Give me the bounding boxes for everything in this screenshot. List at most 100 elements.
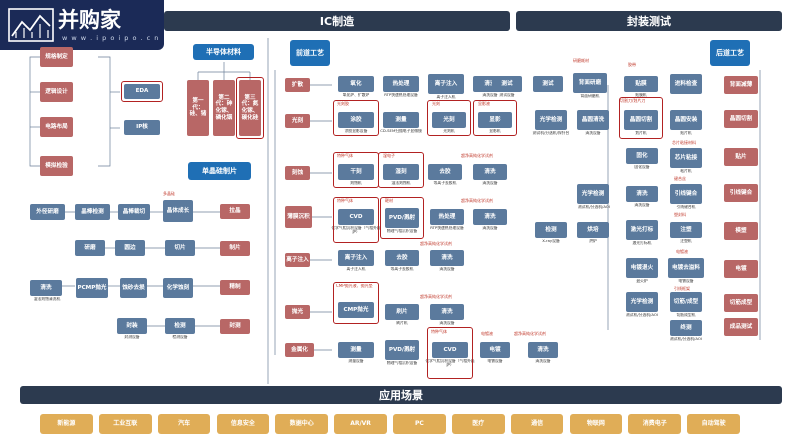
cap-plating: 电镀设备 xyxy=(487,359,503,363)
material-gen1: 第一代：硅、锗 xyxy=(187,80,209,136)
brand-name: 并购家 xyxy=(58,8,121,32)
back-wafer-clean: 晶圆清洗 xyxy=(577,110,609,130)
wafer-etch: 化学蚀刻 xyxy=(163,278,193,298)
front-metal-cvd: CVD xyxy=(432,342,468,358)
back-clean2: 清洗 xyxy=(626,186,658,202)
tag-polysilicon: 多晶硅 xyxy=(163,191,175,196)
design-spec: 规格制定 xyxy=(40,47,73,67)
back-final-test: 终测 xyxy=(670,320,702,336)
tag-die-attach: 芯片粘接材料 xyxy=(672,140,696,145)
cap-clean2: 清洗设备 xyxy=(634,203,650,207)
cap-pvd: 物理气相沉积设备 xyxy=(386,229,418,233)
cap-wire-bond: 引线键合机 xyxy=(676,205,696,209)
back-electroplate: 电镀 xyxy=(724,260,758,278)
tag-litho: 光刻 xyxy=(432,101,440,106)
back-die-attach: 芯片粘接 xyxy=(670,148,702,168)
app-chip: PC xyxy=(393,414,446,434)
wafer-desand: 蚀砂去损 xyxy=(120,278,147,298)
back-anneal: 电镀退火 xyxy=(626,258,658,278)
front-dep-clean: 清洗 xyxy=(473,209,507,225)
back-bond: 引线键合 xyxy=(724,184,758,202)
cap-coat: 涂胶显影设备 xyxy=(344,129,368,133)
front-polish-clean: 清洗 xyxy=(430,304,464,320)
app-chip: 汽车 xyxy=(157,414,211,434)
app-chip: 自动驾驶 xyxy=(687,414,740,434)
tag-gas-3: 特种气体 xyxy=(431,329,447,334)
cap-opt2: 测试机/分选机/AOI xyxy=(578,205,610,209)
front-diffusion: 扩散 xyxy=(285,78,310,92)
brand-url: w w w . i p o i p o . c n xyxy=(62,34,160,42)
front-cvd: CVD xyxy=(338,209,374,225)
cap-anneal: RTP快速热处理设备 xyxy=(384,93,418,97)
cap-opt3: 测试机/分选机/AOI xyxy=(626,313,658,317)
back-molding: 模塑 xyxy=(724,222,758,240)
back-opt1: 光学检测 xyxy=(535,110,567,130)
front-pvd: PVD/溅射 xyxy=(385,208,419,228)
front-ion-clean: 清洗 xyxy=(430,250,464,266)
front-deposition: 薄膜沉积 xyxy=(285,206,312,228)
design-layout: 电路布局 xyxy=(40,117,73,137)
chart-logo-icon xyxy=(8,8,54,42)
brand-logo: 并购家 w w w . i p o i p o . c n xyxy=(0,0,164,50)
highlight-cvd xyxy=(333,197,379,243)
tag-grind: 研磨耗材 xyxy=(573,58,589,63)
cap-strip: 等离子去胶机 xyxy=(433,181,457,185)
back-mold: 注塑 xyxy=(670,222,702,238)
tag-gas-1: 特种气体 xyxy=(337,153,353,158)
back-opt3: 光学检测 xyxy=(626,292,658,312)
cap-scrub: 刷片机 xyxy=(396,321,408,325)
app-chip: AR/VR xyxy=(334,414,387,434)
back-inspect: 进料检查 xyxy=(670,74,702,94)
back-grind: 背面研磨 xyxy=(573,73,607,93)
highlight-develop xyxy=(473,100,517,136)
tag-tape: 胶带 xyxy=(628,62,636,67)
front-metal-measure: 测量 xyxy=(338,342,374,358)
design-logic: 逻辑设计 xyxy=(40,82,73,102)
header-semi-materials: 半导体材料 xyxy=(193,44,254,60)
tag-chem-3: 超净高纯化学试剂 xyxy=(420,241,452,246)
app-chip: 医疗 xyxy=(451,414,505,434)
front-metal-pvd: PVD/溅射 xyxy=(385,340,419,360)
front-metal: 金属化 xyxy=(285,343,314,357)
cap-etch-clean: 清洗设备 xyxy=(482,181,498,185)
cap-diff-clean: 清洗设备 xyxy=(482,93,498,97)
front-dry-etch: 干刻 xyxy=(338,164,374,180)
highlight-eda xyxy=(121,81,163,102)
back-test: 测试 xyxy=(492,76,522,92)
tag-chem-2: 超净高纯化学试剂 xyxy=(461,198,493,203)
wafer-check: 检测 xyxy=(165,318,195,334)
highlight-gen3 xyxy=(236,77,264,139)
tag-chem-4: 超净高纯化学试剂 xyxy=(420,294,452,299)
cap-measure: CD-SEM扫描电子显微镜 xyxy=(380,129,422,133)
front-metal-clean: 清洗 xyxy=(528,342,558,358)
tag-plating-bath: 电镀液 xyxy=(676,249,688,254)
back-bake: 烘培 xyxy=(577,222,609,238)
wafer-package: 封装 xyxy=(117,318,147,334)
back-deflash: 电镀去溢料 xyxy=(668,258,704,278)
highlight-coat xyxy=(333,100,379,136)
tag-leadframe: 引线框架 xyxy=(674,286,690,291)
cap-oxidation: 氧化炉、扩散炉 xyxy=(342,93,370,97)
cap-mount: 贴片机 xyxy=(680,131,692,135)
cap-dicing: 划片机 xyxy=(635,131,647,135)
cap-mold: 注塑机 xyxy=(680,239,692,243)
wafer-rod-cut: 晶棒裁切 xyxy=(118,204,150,220)
cap-laser: 激光打标机 xyxy=(632,241,652,245)
cap-bake: 烘炉 xyxy=(589,239,597,243)
app-chip: 物联网 xyxy=(569,414,623,434)
design-verify: 模拟检验 xyxy=(40,156,73,176)
front-dep-anneal: 热处理 xyxy=(430,209,464,225)
front-implant: 离子注入 xyxy=(428,74,464,94)
tag-developer: 显影液 xyxy=(478,101,490,106)
app-chip: 信息安全 xyxy=(216,414,270,434)
cap-wet-etch: 湿法刻蚀机 xyxy=(391,181,411,185)
highlight-wet-etch xyxy=(378,152,424,188)
cap-metal-pvd: 物理气相沉积设备 xyxy=(386,361,418,365)
back-cure: 固化 xyxy=(626,148,658,164)
app-chip: 数据中心 xyxy=(275,414,329,434)
header-wafer: 单晶硅制片 xyxy=(188,162,251,180)
front-ion-implant: 离子注入 xyxy=(338,250,374,266)
header-back-process: 后道工艺 xyxy=(710,40,750,66)
